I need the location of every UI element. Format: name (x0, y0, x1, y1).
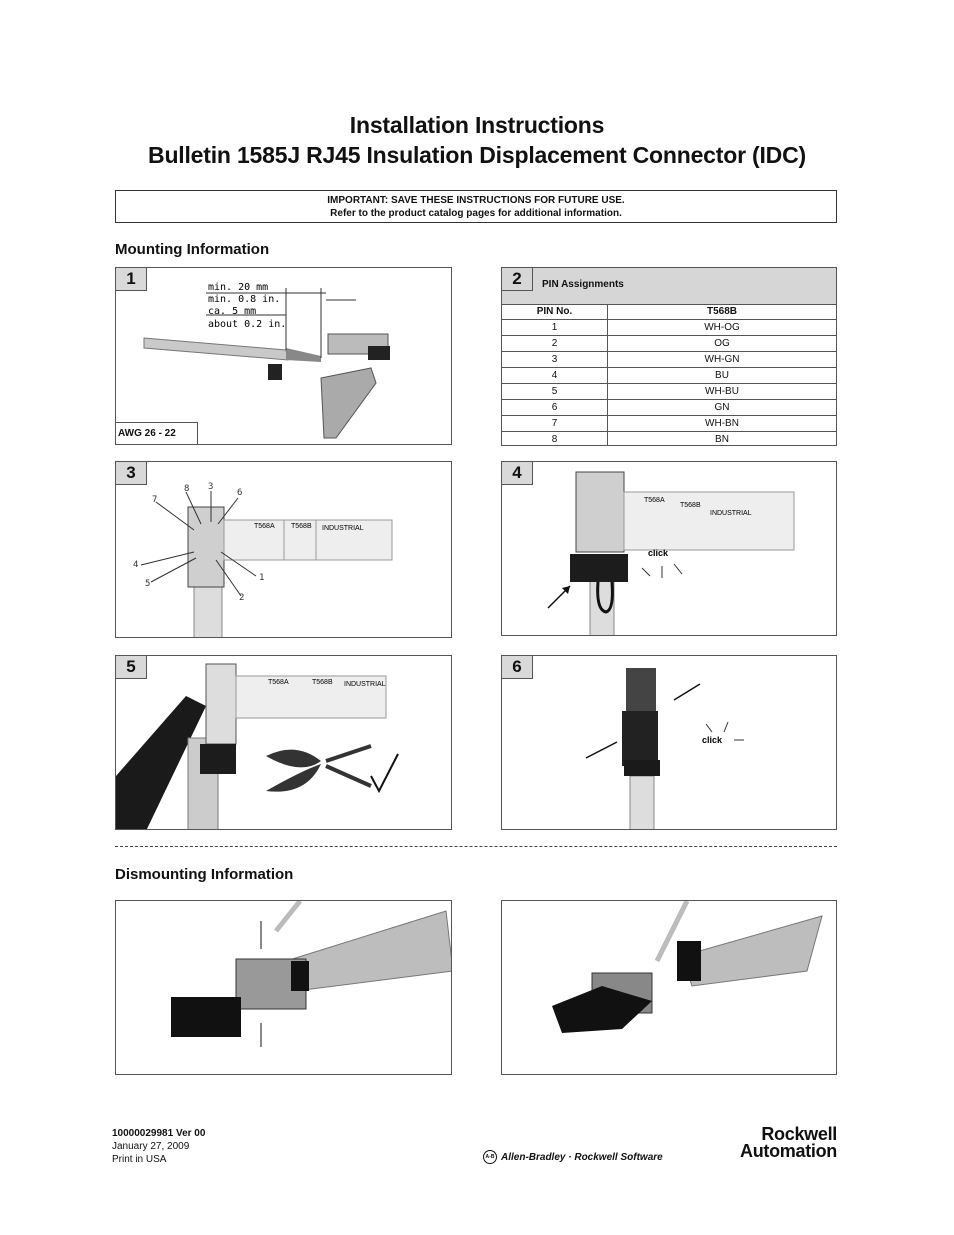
dismount-illustration-1 (171, 901, 451, 1047)
important-line-1: IMPORTANT: SAVE THESE INSTRUCTIONS FOR F… (327, 195, 625, 206)
allen-bradley-logo-icon: A-B (483, 1150, 497, 1164)
pin-table-title: PIN Assignments (542, 279, 624, 290)
pin-cell: 3 (502, 351, 608, 368)
step-number: 5 (116, 656, 147, 679)
callout-number: 2 (239, 593, 244, 603)
connector-closed-illustration: click (585, 668, 744, 829)
brand-line: A-B Allen-Bradley · Rockwell Software (483, 1150, 663, 1164)
tag-label: T568B (680, 502, 701, 509)
step-number: 4 (502, 462, 533, 485)
dismount-panel-2 (501, 900, 837, 1075)
important-line-2: Refer to the product catalog pages for a… (330, 208, 622, 219)
column-header: T568B (706, 306, 737, 317)
click-label: click (702, 735, 723, 745)
color-cell: WH-BU (607, 383, 836, 400)
tag-label: INDUSTRIAL (710, 510, 752, 517)
pin-table-header: 2 PIN Assignments (502, 268, 836, 305)
mounting-heading: Mounting Information (115, 241, 270, 258)
step-number: 1 (116, 268, 147, 291)
step-number: 6 (502, 656, 533, 679)
document-id: 10000029981 Ver 00 (112, 1128, 206, 1139)
color-cell: WH-GN (607, 351, 836, 368)
dismount-panel-1 (115, 900, 452, 1075)
dim-label: ca. 5 mm (208, 306, 256, 317)
pin-cell: 6 (502, 399, 608, 416)
step-5-panel: T568A T568B INDUSTRIAL 5 (115, 655, 452, 830)
color-cell: GN (607, 399, 836, 416)
wire-insertion-illustration: T568A T568B INDUSTRIAL 8 3 7 6 4 5 1 2 (133, 482, 393, 637)
page-subtitle: Bulletin 1585J RJ45 Insulation Displacem… (148, 142, 806, 168)
page-title: Installation Instructions (349, 112, 605, 138)
callout-number: 4 (133, 560, 138, 570)
tag-label: T568A (254, 523, 275, 530)
pin-cell: 4 (502, 367, 608, 384)
rockwell-logo-line1: Rockwell (761, 1124, 837, 1144)
callout-number: 1 (259, 573, 264, 583)
table-header-row: PIN No. T568B (502, 304, 836, 320)
dim-label: min. 20 mm (208, 282, 268, 293)
cable-stripping-illustration: min. 20 mm min. 0.8 in. ca. 5 mm about 0… (143, 282, 390, 439)
tag-label: INDUSTRIAL (344, 681, 386, 688)
column-header: PIN No. (502, 304, 608, 320)
tag-label: T568B (291, 523, 312, 530)
awg-label: AWG 26 - 22 (116, 422, 198, 444)
color-cell: BU (607, 367, 836, 384)
callout-number: 6 (237, 488, 242, 498)
pin-cell: 2 (502, 335, 608, 352)
tag-label: T568A (268, 679, 289, 686)
color-cell: OG (607, 335, 836, 352)
click-label: click (648, 548, 669, 558)
step-1-panel: min. 20 mm min. 0.8 in. ca. 5 mm about 0… (115, 267, 452, 445)
important-notice-box: IMPORTANT: SAVE THESE INSTRUCTIONS FOR F… (115, 190, 837, 223)
step-4-panel: T568A T568B INDUSTRIAL click 4 (501, 461, 837, 636)
print-location: Print in USA (112, 1154, 167, 1165)
callout-number: 3 (208, 482, 213, 492)
color-cell: WH-BN (607, 415, 836, 432)
step-number: 3 (116, 462, 147, 485)
section-divider (115, 846, 837, 847)
tag-label: T568A (644, 497, 665, 504)
step-6-panel: click 6 (501, 655, 837, 830)
callout-number: 5 (145, 579, 150, 589)
callout-number: 8 (184, 484, 189, 494)
trim-wires-illustration: T568A T568B INDUSTRIAL (116, 663, 399, 829)
tag-label: T568B (312, 679, 333, 686)
step-3-panel: T568A T568B INDUSTRIAL 8 3 7 6 4 5 1 2 3 (115, 461, 452, 638)
tag-label: INDUSTRIAL (322, 525, 364, 532)
cap-press-illustration: T568A T568B INDUSTRIAL click (547, 471, 795, 635)
rockwell-automation-logo: Rockwell Automation (697, 1124, 837, 1161)
brand-names: Allen-Bradley · Rockwell Software (501, 1151, 663, 1163)
callout-number: 7 (152, 495, 157, 505)
color-cell: BN (607, 431, 836, 445)
step-number: 2 (502, 268, 533, 291)
color-cell: WH-OG (607, 319, 836, 336)
dim-label: min. 0.8 in. (208, 294, 280, 305)
pin-cell: 1 (502, 319, 608, 336)
dismounting-heading: Dismounting Information (115, 866, 294, 883)
rockwell-logo-line2: Automation (740, 1141, 837, 1161)
dim-label: about 0.2 in. (208, 319, 286, 330)
pin-cell: 8 (502, 431, 608, 445)
pin-cell: 7 (502, 415, 608, 432)
dismount-illustration-2 (552, 901, 823, 1033)
pin-cell: 5 (502, 383, 608, 400)
document-date: January 27, 2009 (112, 1141, 190, 1152)
